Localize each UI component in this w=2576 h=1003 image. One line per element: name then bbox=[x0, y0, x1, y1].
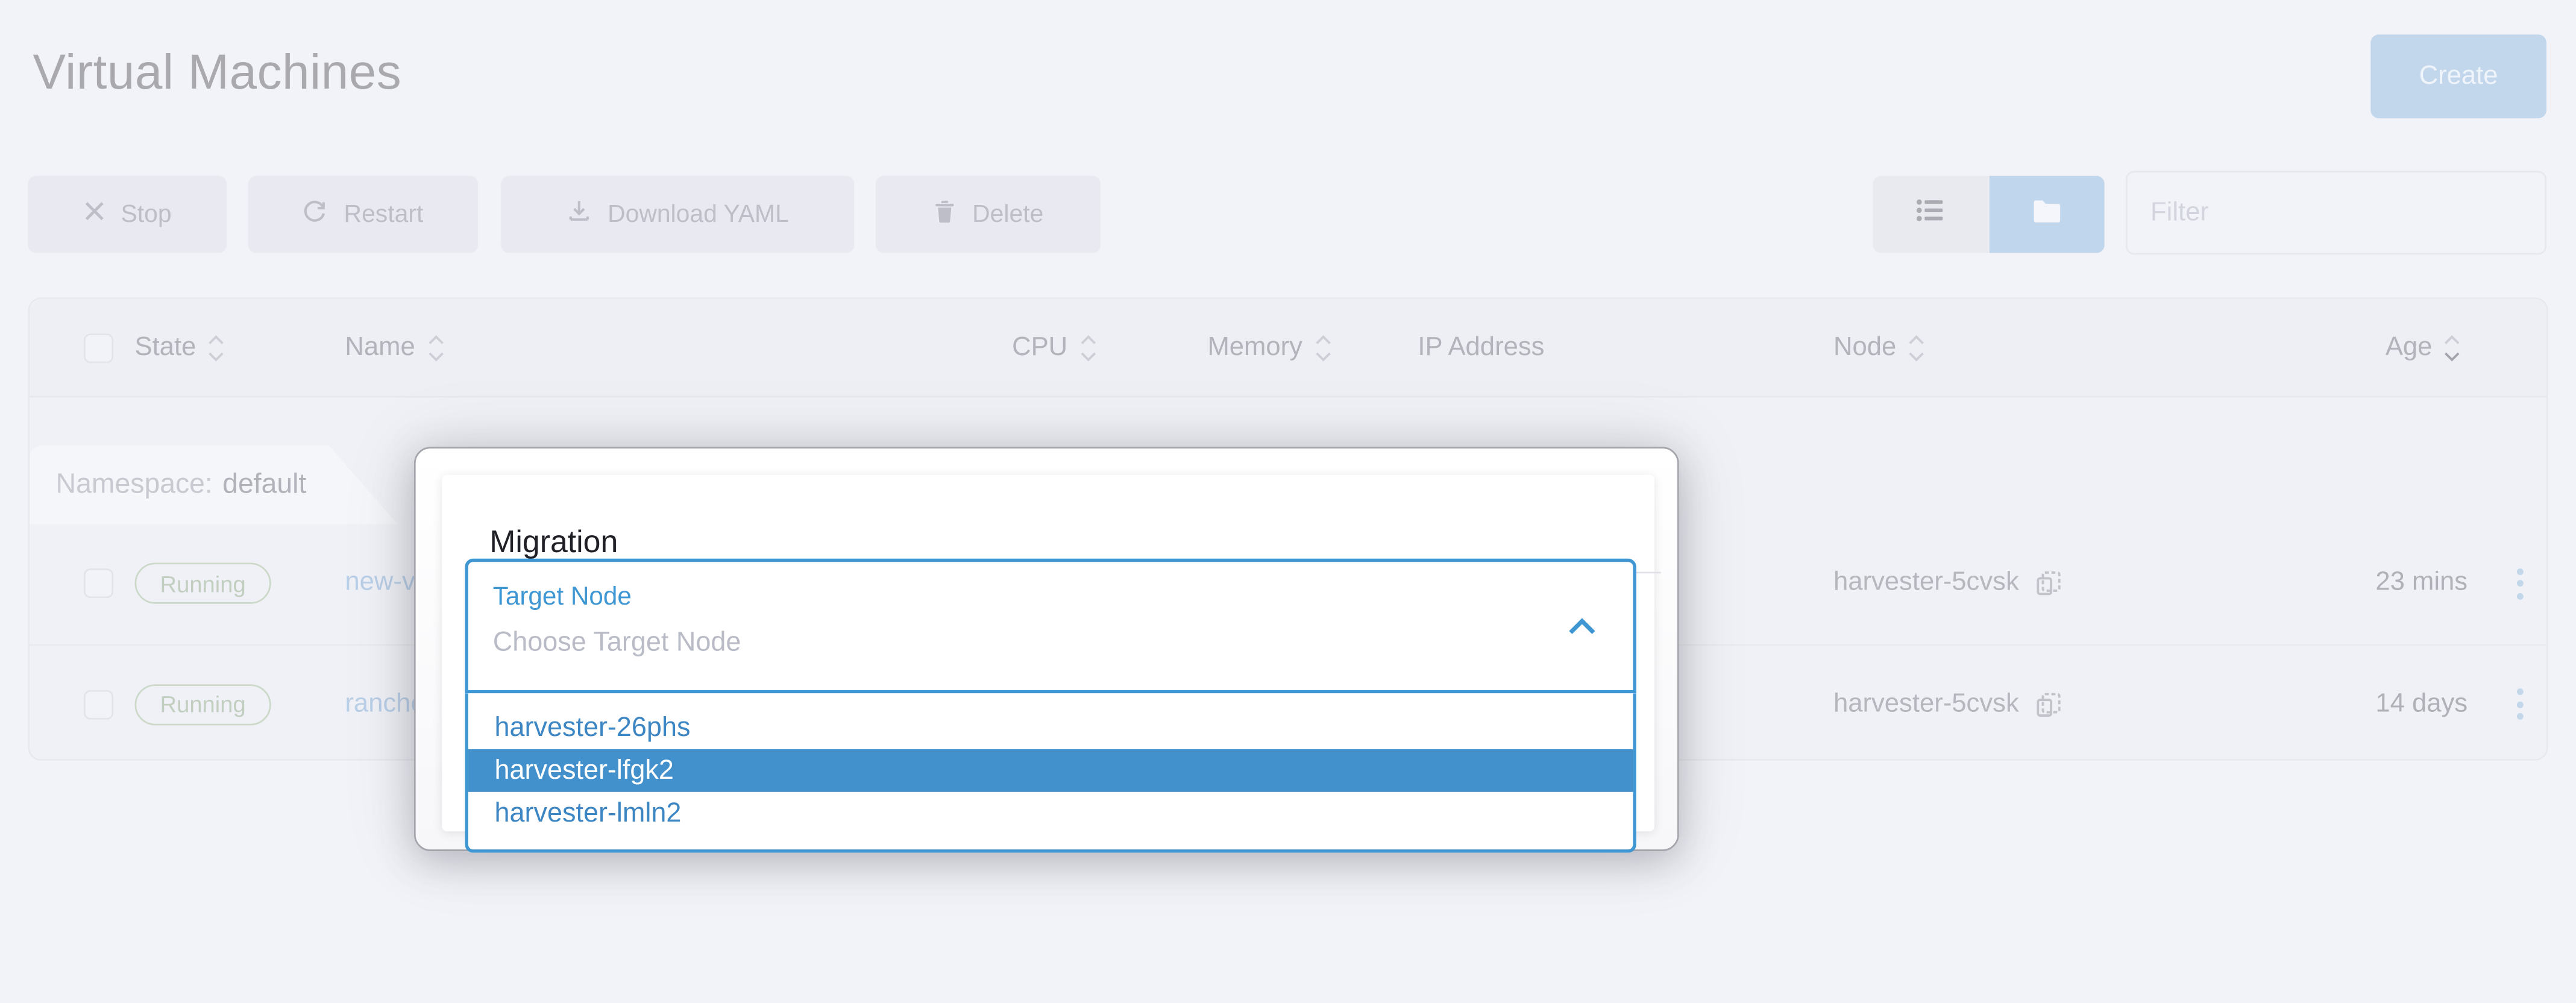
column-header-memory[interactable]: Memory bbox=[1207, 299, 1332, 398]
download-yaml-label: Download YAML bbox=[608, 200, 789, 228]
migration-modal: Migration Target Node Choose Target Node… bbox=[413, 447, 1679, 853]
row-checkbox[interactable] bbox=[84, 568, 114, 599]
stop-button[interactable]: Stop bbox=[28, 175, 227, 253]
copy-icon[interactable] bbox=[2035, 691, 2062, 717]
sort-icon bbox=[207, 333, 225, 363]
modal-title: Migration bbox=[489, 526, 618, 561]
filter-input[interactable] bbox=[2127, 172, 2545, 253]
sort-icon bbox=[1079, 333, 1097, 363]
delete-label: Delete bbox=[972, 200, 1044, 228]
sort-icon bbox=[1908, 333, 1926, 363]
download-icon bbox=[567, 199, 591, 230]
folder-view-button[interactable] bbox=[1988, 175, 2105, 253]
view-mode-toggle bbox=[1873, 175, 2105, 253]
sort-icon bbox=[2443, 333, 2461, 363]
page-title: Virtual Machines bbox=[33, 46, 402, 101]
status-badge: Running bbox=[134, 683, 271, 725]
namespace-label: Namespace: bbox=[55, 468, 213, 500]
restart-label: Restart bbox=[344, 200, 424, 228]
list-icon bbox=[1916, 197, 1946, 231]
download-yaml-button[interactable]: Download YAML bbox=[501, 175, 855, 253]
kebab-menu-icon[interactable] bbox=[2504, 567, 2537, 600]
namespace-value: default bbox=[222, 468, 307, 500]
copy-icon[interactable] bbox=[2035, 570, 2062, 597]
option-harvester-lmln2[interactable]: harvester-lmln2 bbox=[494, 798, 682, 828]
sort-icon bbox=[427, 333, 445, 363]
target-node-label: Target Node bbox=[492, 583, 632, 611]
refresh-icon bbox=[303, 199, 327, 230]
age-cell: 14 days bbox=[2375, 689, 2468, 717]
create-button[interactable]: Create bbox=[2370, 34, 2546, 119]
column-header-name[interactable]: Name bbox=[345, 299, 444, 398]
target-node-placeholder: Choose Target Node bbox=[492, 627, 741, 658]
column-header-ip-address[interactable]: IP Address bbox=[1418, 333, 1545, 362]
folder-icon bbox=[2032, 198, 2061, 231]
list-view-button[interactable] bbox=[1873, 175, 1989, 253]
restart-button[interactable]: Restart bbox=[248, 175, 479, 253]
row-checkbox[interactable] bbox=[84, 689, 114, 719]
trash-icon bbox=[933, 199, 956, 230]
column-header-node[interactable]: Node bbox=[1833, 299, 1926, 398]
option-harvester-lfgk2[interactable]: harvester-lfgk2 bbox=[468, 749, 1633, 792]
select-all-checkbox[interactable] bbox=[84, 333, 114, 363]
stop-label: Stop bbox=[121, 200, 172, 228]
filter-field bbox=[2126, 171, 2546, 255]
namespace-group-row: Namespace: default bbox=[30, 445, 398, 524]
column-header-cpu[interactable]: CPU bbox=[1012, 299, 1097, 398]
option-harvester-26phs[interactable]: harvester-26phs bbox=[494, 712, 691, 743]
table-header-row: State Name CPU bbox=[30, 299, 2546, 398]
age-cell: 23 mins bbox=[2375, 568, 2468, 597]
chevron-up-icon bbox=[1567, 614, 1597, 644]
status-badge: Running bbox=[134, 562, 271, 604]
column-header-age[interactable]: Age bbox=[2386, 299, 2462, 398]
target-node-select[interactable]: Target Node Choose Target Node bbox=[465, 558, 1636, 694]
delete-button[interactable]: Delete bbox=[875, 175, 1101, 253]
target-node-options: harvester-26phs harvester-lfgk2 harveste… bbox=[465, 693, 1636, 853]
kebab-menu-icon[interactable] bbox=[2504, 688, 2537, 721]
node-cell: harvester-5cvsk bbox=[1833, 689, 2062, 718]
node-cell: harvester-5cvsk bbox=[1833, 568, 2062, 598]
sort-icon bbox=[1314, 333, 1332, 363]
x-icon bbox=[83, 201, 104, 228]
column-header-state[interactable]: State bbox=[135, 299, 226, 398]
